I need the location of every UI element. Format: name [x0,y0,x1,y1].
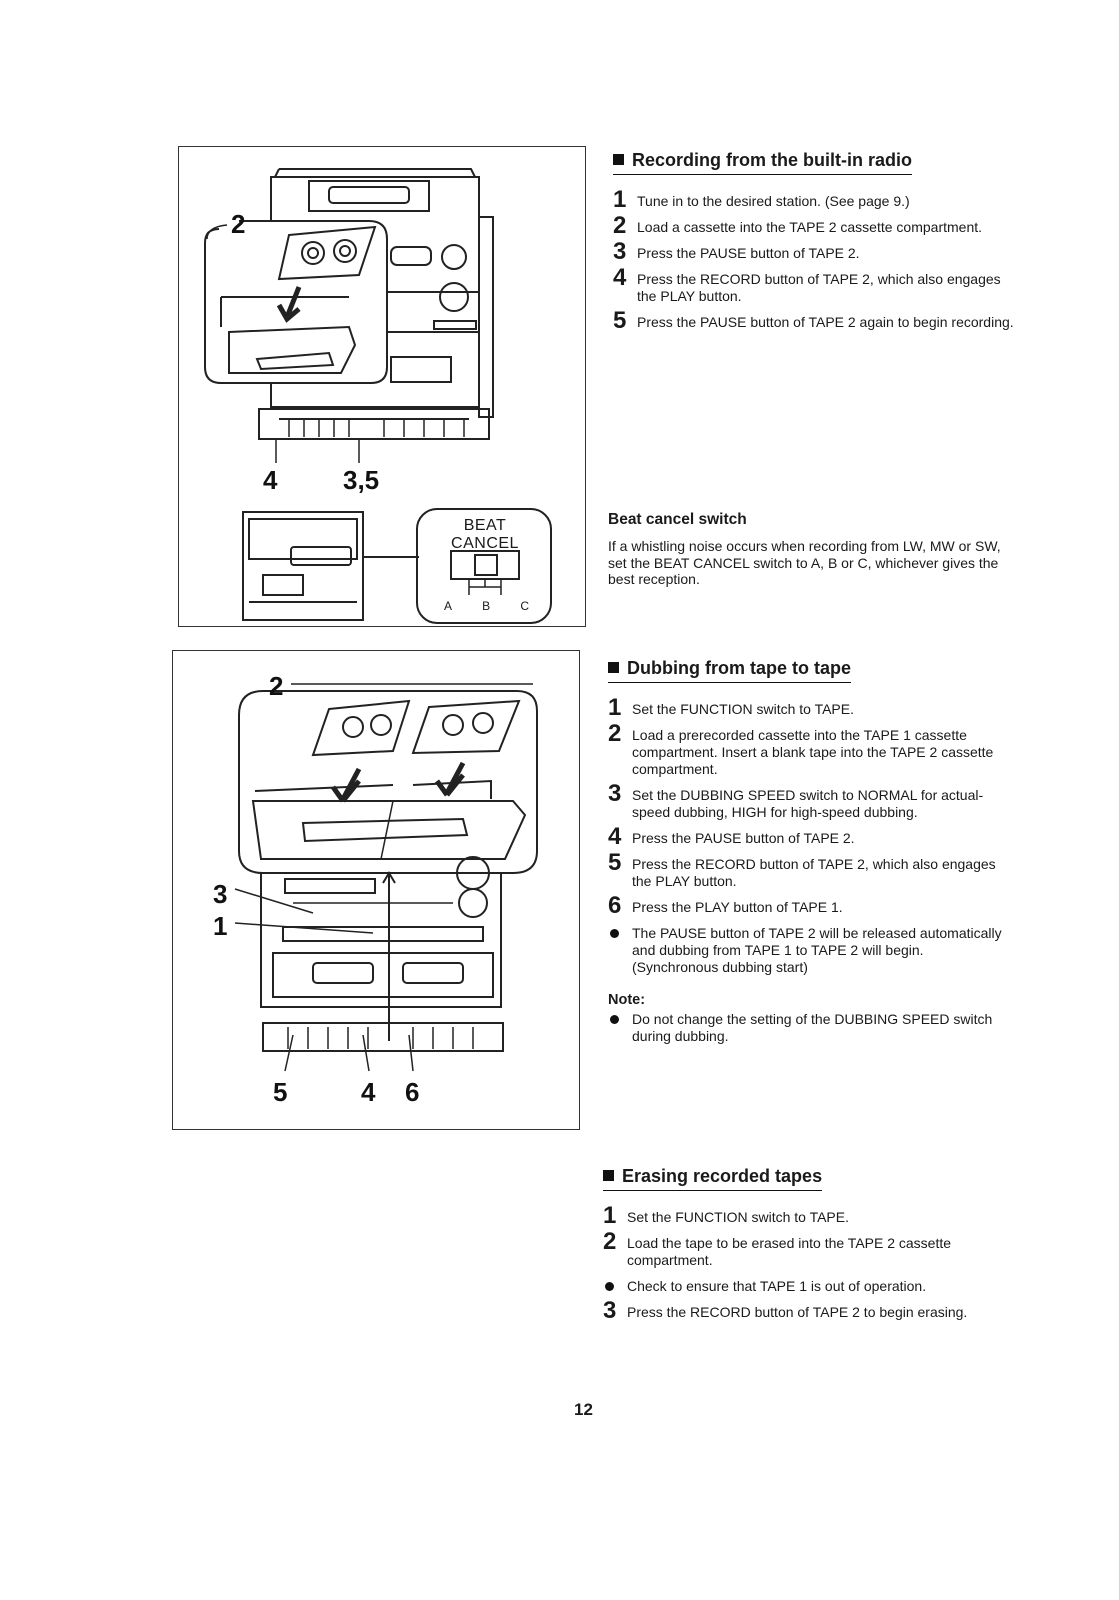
bullet-dot-icon [605,1282,614,1291]
note-label: Note: [608,992,646,1008]
callout-2: 2 [231,209,246,239]
position-c: C [520,599,529,613]
figure-recording-radio: 2 4 3,5 BEAT CANCEL A B C [178,146,586,627]
square-bullet-icon [608,662,619,673]
square-bullet-icon [603,1170,614,1181]
bullet-dot-icon [610,1015,619,1024]
position-a: A [444,599,453,613]
section-heading: Recording from the built-in radio [613,150,912,175]
position-b: B [482,599,491,613]
callout-2: 2 [269,671,284,701]
callout-5: 5 [273,1077,288,1107]
beat-cancel-positions: A B C [444,599,529,613]
section-heading: Erasing recorded tapes [603,1166,823,1191]
callout-1: 1 [213,911,228,941]
callout-4: 4 [361,1077,376,1107]
page-number: 12 [574,1400,593,1419]
note-item: Do not change the setting of the DUBBING… [608,1011,1013,1045]
stereo-unit-illustration [204,168,552,624]
bullet-item: The PAUSE button of TAPE 2 will be relea… [608,925,1013,976]
section-beat-cancel: Beat cancel switch If a whistling noise … [608,511,1018,588]
square-bullet-icon [613,154,624,165]
callout-4: 4 [263,465,278,495]
callout-3: 3 [213,879,228,909]
callout-3-5: 3,5 [343,465,380,495]
beat-cancel-label: BEAT CANCEL [451,517,519,552]
section-heading: Dubbing from tape to tape [608,658,851,683]
subsection-heading: Beat cancel switch [608,511,747,528]
figure-dubbing: 2 3 1 5 4 6 [172,650,580,1130]
bullet-dot-icon [610,929,619,938]
dubbing-illustration [234,683,538,1072]
bullet-item: Check to ensure that TAPE 1 is out of op… [603,1278,1008,1295]
callout-6: 6 [405,1077,420,1107]
beat-cancel-text: If a whistling noise occurs when recordi… [608,538,1001,587]
